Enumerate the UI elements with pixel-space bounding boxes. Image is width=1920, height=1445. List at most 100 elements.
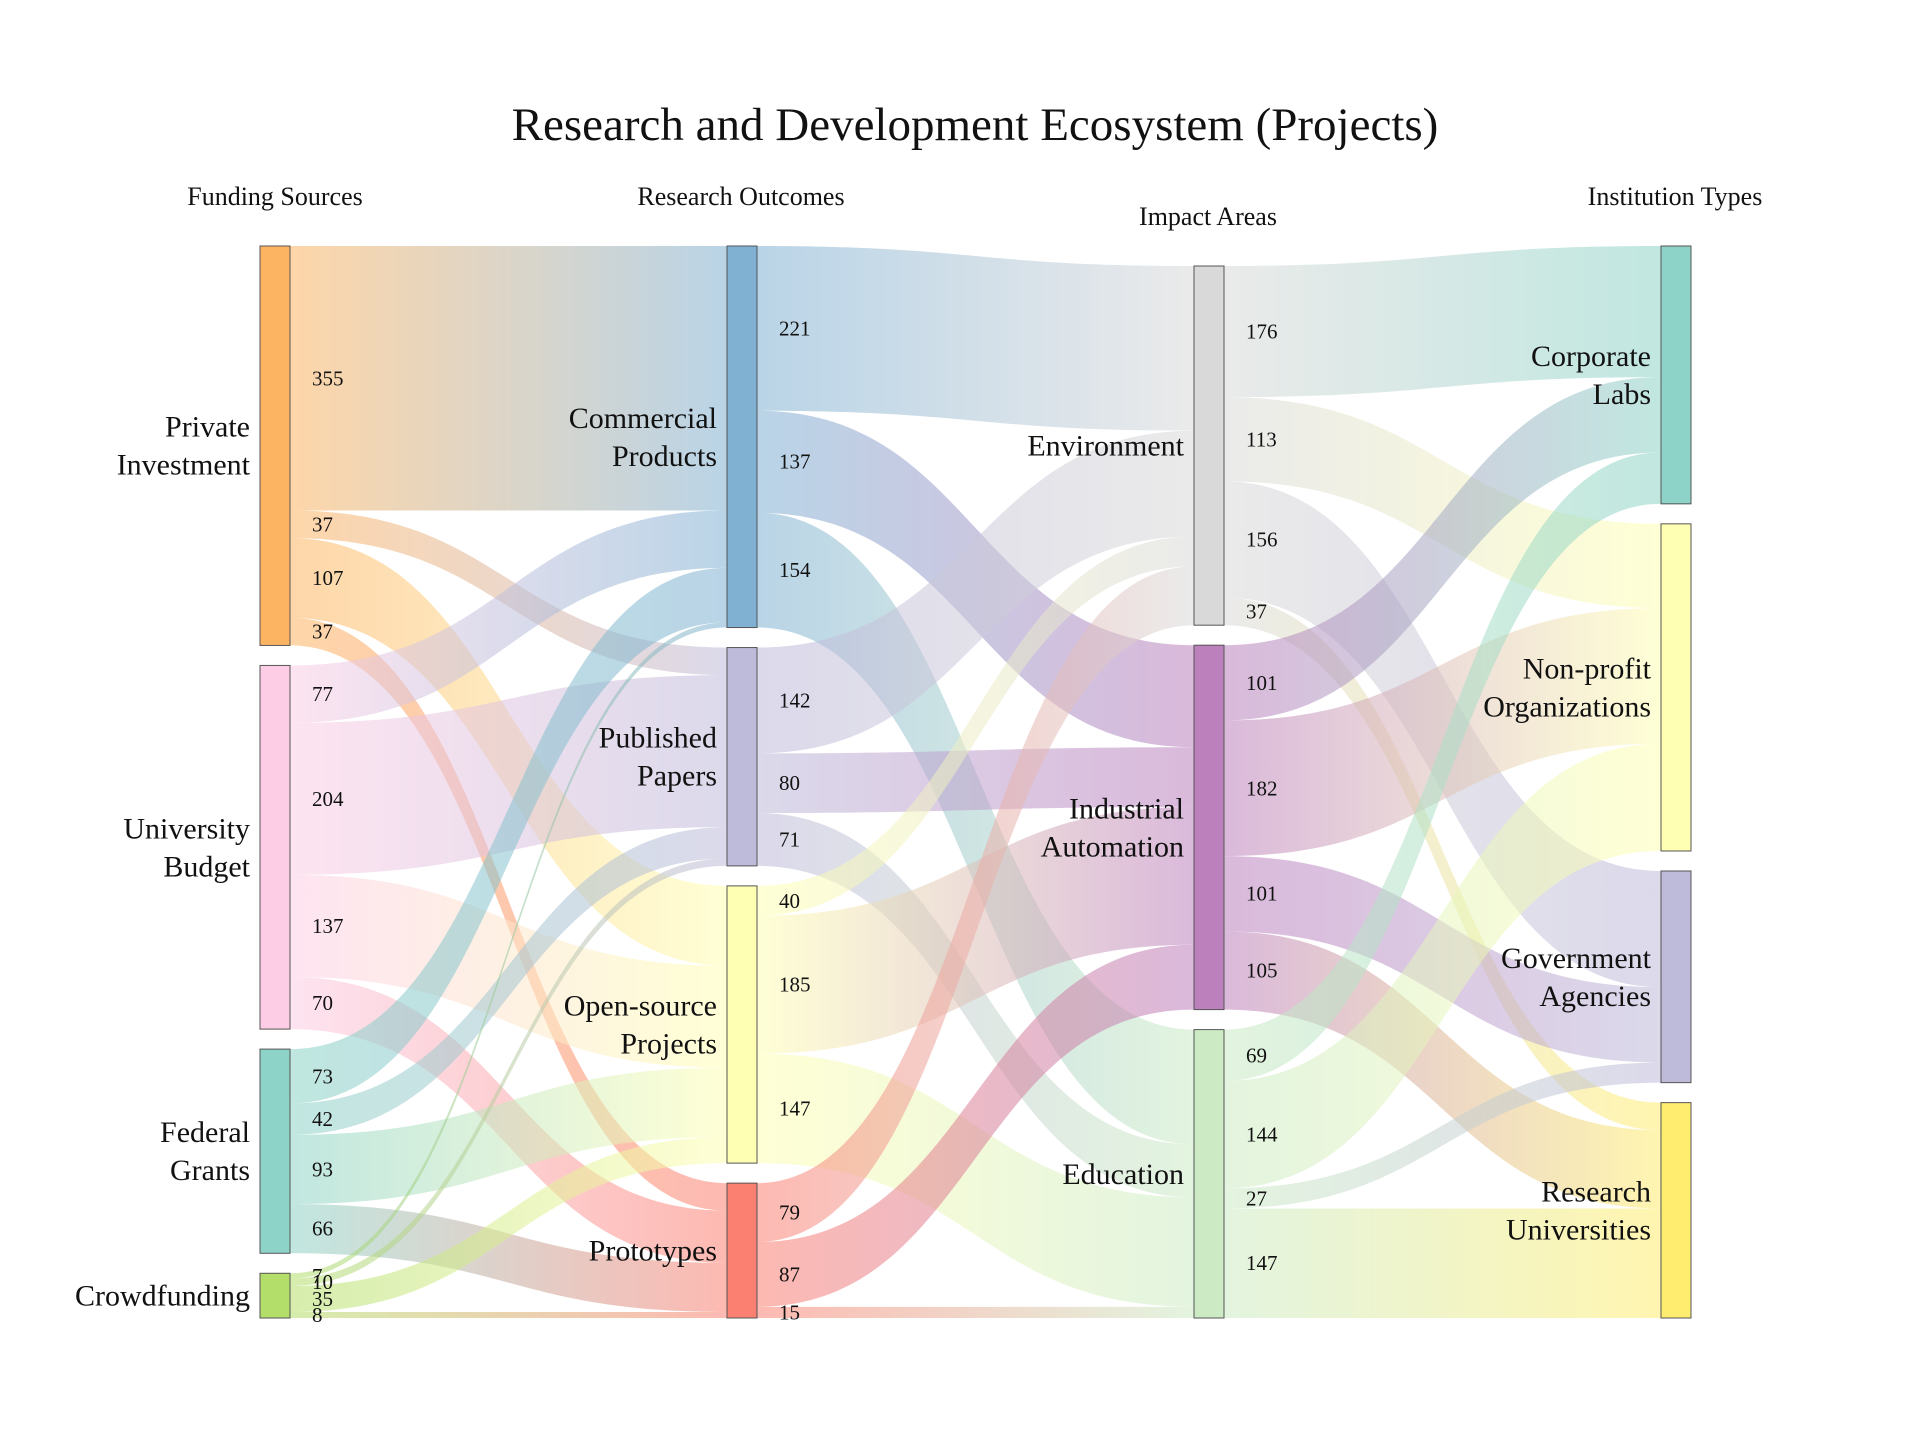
column-label-research-outcomes: Research Outcomes <box>637 182 844 211</box>
flow-prototypes-to-environment <box>757 566 1194 1242</box>
flow-education-to-nonprofit <box>1224 743 1661 1189</box>
column-label-institution-types: Institution Types <box>1588 182 1763 211</box>
flow-federal-to-papers <box>290 827 727 1135</box>
links-layer <box>290 246 1661 1318</box>
flow-value-label: 156 <box>1246 527 1278 551</box>
flow-value-label: 77 <box>312 682 333 706</box>
flow-crowd-to-opensource <box>290 1137 727 1313</box>
flow-papers-to-industrial <box>757 747 1194 813</box>
node-commercial-products <box>726 245 758 629</box>
node-open-source-projects <box>726 885 758 1164</box>
flow-crowd-to-prototypes <box>290 1312 727 1318</box>
flow-value-label: 147 <box>1246 1251 1278 1275</box>
node-government-agencies <box>1660 870 1692 1084</box>
node-education <box>1193 1029 1225 1319</box>
node-research-universities <box>1660 1102 1692 1319</box>
column-label-impact-areas: Impact Areas <box>1139 202 1277 231</box>
flow-university-to-commercial <box>290 510 727 723</box>
flow-value-label: 101 <box>1246 882 1278 906</box>
flow-environment-to-universities <box>1224 597 1661 1131</box>
flow-value-label: 70 <box>312 991 333 1015</box>
flow-value-label: 7 <box>312 1264 323 1288</box>
nodes-layer <box>259 245 1692 1319</box>
flow-value-label: 221 <box>779 316 811 340</box>
flow-crowd-to-commercial <box>290 622 727 1279</box>
flow-value-label: 142 <box>779 688 811 712</box>
node-prototypes <box>726 1182 758 1319</box>
flow-value-label: 40 <box>779 889 800 913</box>
flow-prototypes-to-education <box>757 1306 1194 1318</box>
flow-value-label: 37 <box>312 620 333 644</box>
flow-prototypes-to-industrial <box>757 944 1194 1307</box>
flow-value-label: 71 <box>779 827 800 851</box>
node-environment <box>1193 265 1225 626</box>
node-label-education: Education <box>1062 1158 1184 1191</box>
flow-private-to-commercial <box>290 246 727 511</box>
flow-value-label: 37 <box>1246 599 1267 623</box>
node-federal-grants <box>259 1048 291 1254</box>
node-label-prototypes: Prototypes <box>589 1235 717 1268</box>
node-university-budget <box>259 664 291 1030</box>
flow-crowd-to-papers <box>290 858 727 1286</box>
flow-opensource-to-environment <box>757 536 1194 916</box>
flow-industrial-to-corporate <box>1224 377 1661 721</box>
node-label-environment: Environment <box>1027 430 1184 463</box>
flow-value-label: 15 <box>779 1300 800 1324</box>
flow-private-to-prototypes <box>290 617 727 1211</box>
flow-value-label: 37 <box>312 512 333 536</box>
flow-value-label: 137 <box>779 450 811 474</box>
flow-value-label: 204 <box>312 787 344 811</box>
flow-value-label: 355 <box>312 366 344 390</box>
flow-federal-to-opensource <box>290 1067 727 1205</box>
flow-value-label: 80 <box>779 771 800 795</box>
flow-value-label: 27 <box>1246 1186 1267 1210</box>
flow-papers-to-education <box>757 812 1194 1198</box>
flow-value-label: 8 <box>312 1303 323 1327</box>
flow-education-to-government <box>1224 1062 1661 1209</box>
flow-value-label: 113 <box>1246 427 1277 451</box>
node-non-profit-organizations <box>1660 523 1692 852</box>
flow-value-label: 69 <box>1246 1043 1267 1067</box>
flow-value-label: 154 <box>779 558 811 582</box>
flow-value-label: 79 <box>779 1201 800 1225</box>
flow-education-to-universities <box>1224 1208 1661 1318</box>
node-crowdfunding <box>259 1272 291 1319</box>
node-published-papers <box>726 647 758 867</box>
flow-federal-to-prototypes <box>290 1204 727 1313</box>
node-corporate-labs <box>1660 245 1692 505</box>
flow-value-label: 107 <box>312 566 344 590</box>
flow-value-label: 182 <box>1246 776 1278 800</box>
flow-value-label: 10 <box>312 1270 333 1294</box>
flow-federal-to-commercial <box>290 567 727 1104</box>
flow-papers-to-environment <box>757 430 1194 754</box>
node-private-investment <box>259 245 291 646</box>
flow-value-label: 137 <box>312 914 344 938</box>
node-industrial-automation <box>1193 644 1225 1011</box>
flow-value-label: 176 <box>1246 320 1278 344</box>
flow-university-to-papers <box>290 675 727 875</box>
flow-value-label: 66 <box>312 1217 333 1241</box>
flow-value-label: 144 <box>1246 1123 1278 1147</box>
flow-opensource-to-education <box>757 1053 1194 1307</box>
flow-value-label: 105 <box>1246 958 1278 982</box>
column-label-funding-sources: Funding Sources <box>187 182 363 211</box>
chart-title: Research and Development Ecosystem (Proj… <box>512 99 1439 151</box>
flow-value-label: 42 <box>312 1107 333 1131</box>
flow-value-label: 93 <box>312 1157 333 1181</box>
flow-value-label: 147 <box>779 1096 811 1120</box>
flow-value-label: 35 <box>312 1287 333 1311</box>
node-label-crowdfunding: Crowdfunding <box>75 1280 250 1313</box>
flow-value-label: 185 <box>779 973 811 997</box>
